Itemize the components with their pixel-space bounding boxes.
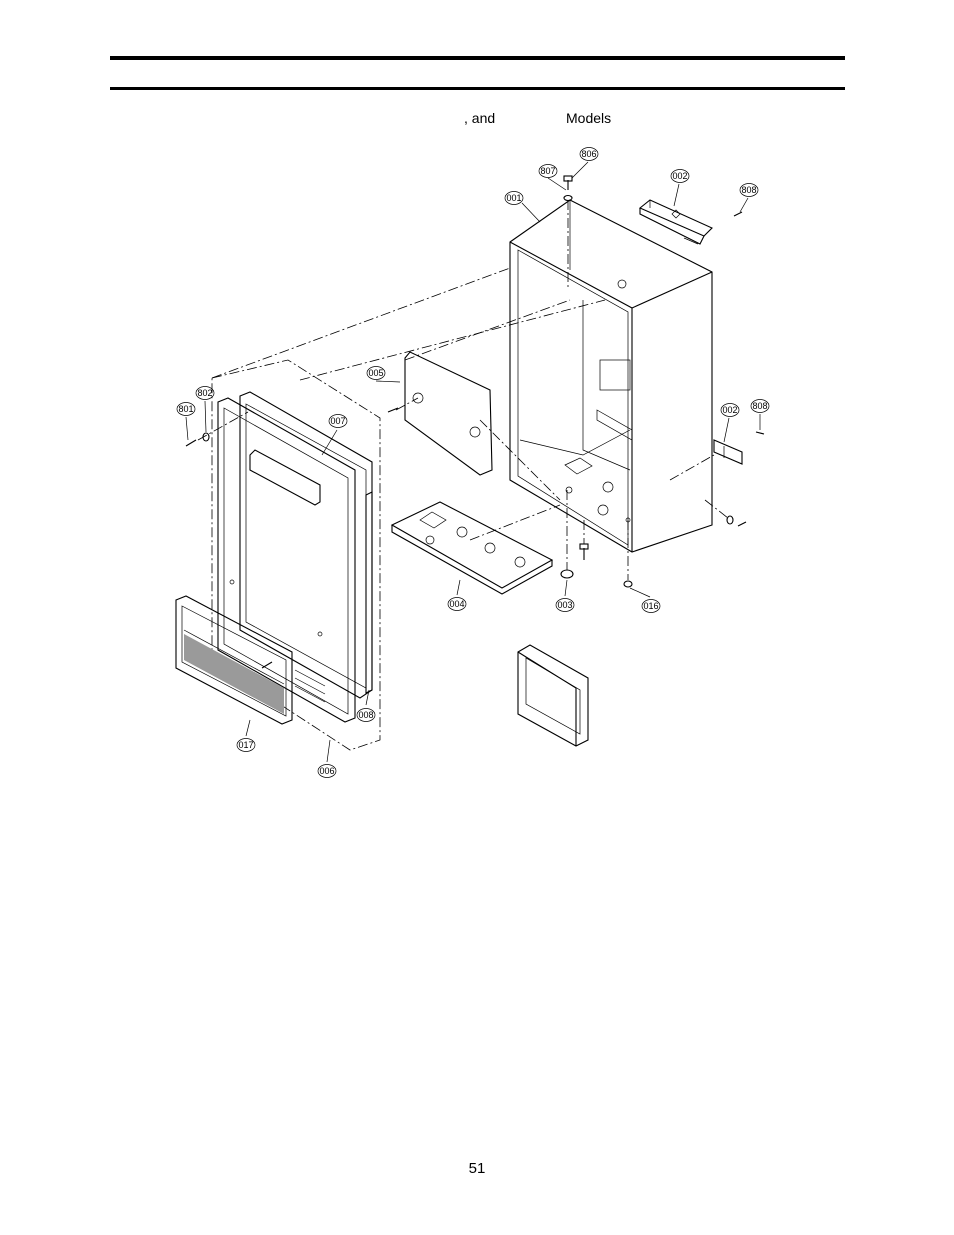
callout-808-right: 808 — [750, 399, 770, 413]
bracket-002-top — [638, 199, 713, 245]
callout-004: 004 — [447, 597, 467, 611]
subtitle-and: , and — [464, 110, 496, 126]
bracket-002-right — [713, 439, 743, 465]
leader-lines — [185, 161, 761, 763]
svg-text:806: 806 — [581, 149, 596, 159]
part-callouts: 001 002 002 003 004 005 006 007 — [176, 147, 770, 778]
svg-text:008: 008 — [358, 710, 373, 720]
callout-008: 008 — [356, 708, 376, 722]
page-number: 51 — [468, 1160, 486, 1177]
gasket-strip-008 — [365, 491, 373, 694]
callout-002-right: 002 — [720, 403, 740, 417]
gasket-007 — [239, 391, 373, 699]
svg-text:801: 801 — [178, 404, 193, 414]
svg-text:016: 016 — [643, 601, 658, 611]
header-rule-top — [110, 56, 845, 60]
front-panel — [217, 397, 356, 723]
svg-text:807: 807 — [540, 166, 555, 176]
grille-017 — [175, 595, 293, 725]
callout-006: 006 — [317, 764, 337, 778]
callout-806: 806 — [579, 147, 599, 161]
callout-001: 001 — [504, 191, 524, 205]
subtitle-models: Models — [566, 110, 612, 126]
plate-005 — [404, 351, 493, 476]
svg-text:802: 802 — [197, 388, 212, 398]
svg-text:808: 808 — [741, 185, 756, 195]
svg-text:808: 808 — [752, 401, 767, 411]
plate-004 — [390, 501, 554, 595]
svg-text:001: 001 — [506, 193, 521, 203]
svg-text:002: 002 — [672, 171, 687, 181]
callout-005: 005 — [366, 366, 386, 380]
remote-controller — [517, 644, 589, 747]
callout-002-top: 002 — [670, 169, 690, 183]
svg-text:003: 003 — [557, 600, 572, 610]
callout-808-top: 808 — [739, 183, 759, 197]
callout-016: 016 — [641, 599, 661, 613]
header-rule-bottom — [110, 87, 845, 90]
cabinet-001 — [509, 199, 713, 553]
svg-text:002: 002 — [722, 405, 737, 415]
callout-017: 017 — [236, 738, 256, 752]
callout-802: 802 — [195, 386, 215, 400]
svg-text:006: 006 — [319, 766, 334, 776]
screws — [185, 175, 765, 669]
callout-007: 007 — [328, 414, 348, 428]
svg-text:017: 017 — [238, 740, 253, 750]
callout-807: 807 — [538, 164, 558, 178]
svg-text:005: 005 — [368, 368, 383, 378]
svg-text:007: 007 — [330, 416, 345, 426]
callout-801: 801 — [176, 402, 196, 416]
svg-text:004: 004 — [449, 599, 464, 609]
callout-003: 003 — [555, 598, 575, 612]
assembly-lines — [197, 200, 729, 580]
